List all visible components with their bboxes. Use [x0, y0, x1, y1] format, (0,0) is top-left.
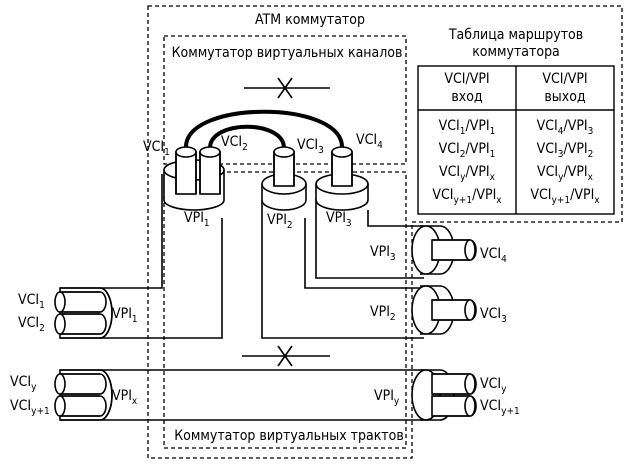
label-left-vpix: VPIx	[112, 388, 138, 407]
vp-switch-title: Коммутатор виртуальных трактов	[174, 428, 404, 444]
left-vpix-bundle	[54, 369, 113, 421]
table-header-in-top: VCI/VPI	[444, 71, 489, 87]
label-left-vci1: VCI1	[18, 292, 45, 311]
vc-switch-symbol	[244, 77, 330, 99]
label-right-vpi2: VPI2	[370, 304, 396, 323]
label-right-vciy1: VCIy+1	[480, 398, 520, 417]
table-cell-out-1: VCI4/VPI3	[537, 118, 594, 137]
label-right-vci3: VCI3	[480, 306, 507, 325]
routing-table-title-line1: Таблица маршрутов	[448, 27, 583, 43]
label-top-vpi1: VPI1	[184, 210, 210, 229]
label-right-vci4: VCI4	[480, 246, 507, 265]
vp-switch-symbol	[242, 345, 330, 367]
table-header-in-bottom: вход	[451, 89, 483, 105]
label-top-vpi3: VPI3	[326, 210, 352, 229]
label-right-vpi3: VPI3	[370, 244, 396, 263]
label-right-vpiy: VPIy	[374, 388, 400, 407]
atm-switch-title: ATM коммутатор	[255, 12, 365, 28]
table-cell-out-4: VCIy+1/VPIx	[530, 187, 600, 206]
label-top-vpi2: VPI2	[267, 212, 293, 231]
label-left-vci2: VCI2	[18, 315, 45, 334]
table-cell-out-2: VCI3/VPI2	[537, 141, 594, 160]
table-cell-in-2: VCI2/VPI1	[439, 141, 496, 160]
wiring	[100, 174, 424, 421]
routing-table-title-line2: коммутатора	[472, 44, 560, 60]
label-left-vciy1: VCIy+1	[10, 398, 50, 417]
right-vpi3-bundle	[411, 225, 477, 275]
vc-switch-arcs	[184, 109, 344, 148]
label-right-vciy: VCIy	[480, 376, 507, 395]
table-cell-in-1: VCI1/VPI1	[439, 118, 496, 137]
table-cell-in-4: VCIy+1/VPIx	[432, 187, 502, 206]
vc-switch-title: Коммутатор виртуальных каналов	[172, 45, 403, 61]
label-top-vci3: VCI3	[297, 137, 324, 156]
label-top-vci1: VCI1	[143, 139, 170, 158]
atm-switch-boundary	[147, 5, 623, 459]
right-vpi2-bundle	[411, 285, 477, 335]
right-vpiy-bundle	[411, 369, 477, 421]
top-vci-tubes	[175, 146, 353, 195]
label-left-vciy: VCIy	[10, 374, 37, 393]
label-top-vci4: VCI4	[356, 132, 383, 151]
table-header-out-top: VCI/VPI	[542, 71, 587, 87]
label-left-vpi1: VPI1	[112, 306, 138, 325]
table-header-out-bottom: выход	[544, 89, 586, 105]
table-cell-in-3: VCIy/VPIx	[439, 164, 496, 183]
table-cell-out-3: VCIy/VPIx	[537, 164, 594, 183]
label-top-vci2: VCI2	[221, 134, 248, 153]
left-vpi1-bundle	[54, 287, 113, 339]
